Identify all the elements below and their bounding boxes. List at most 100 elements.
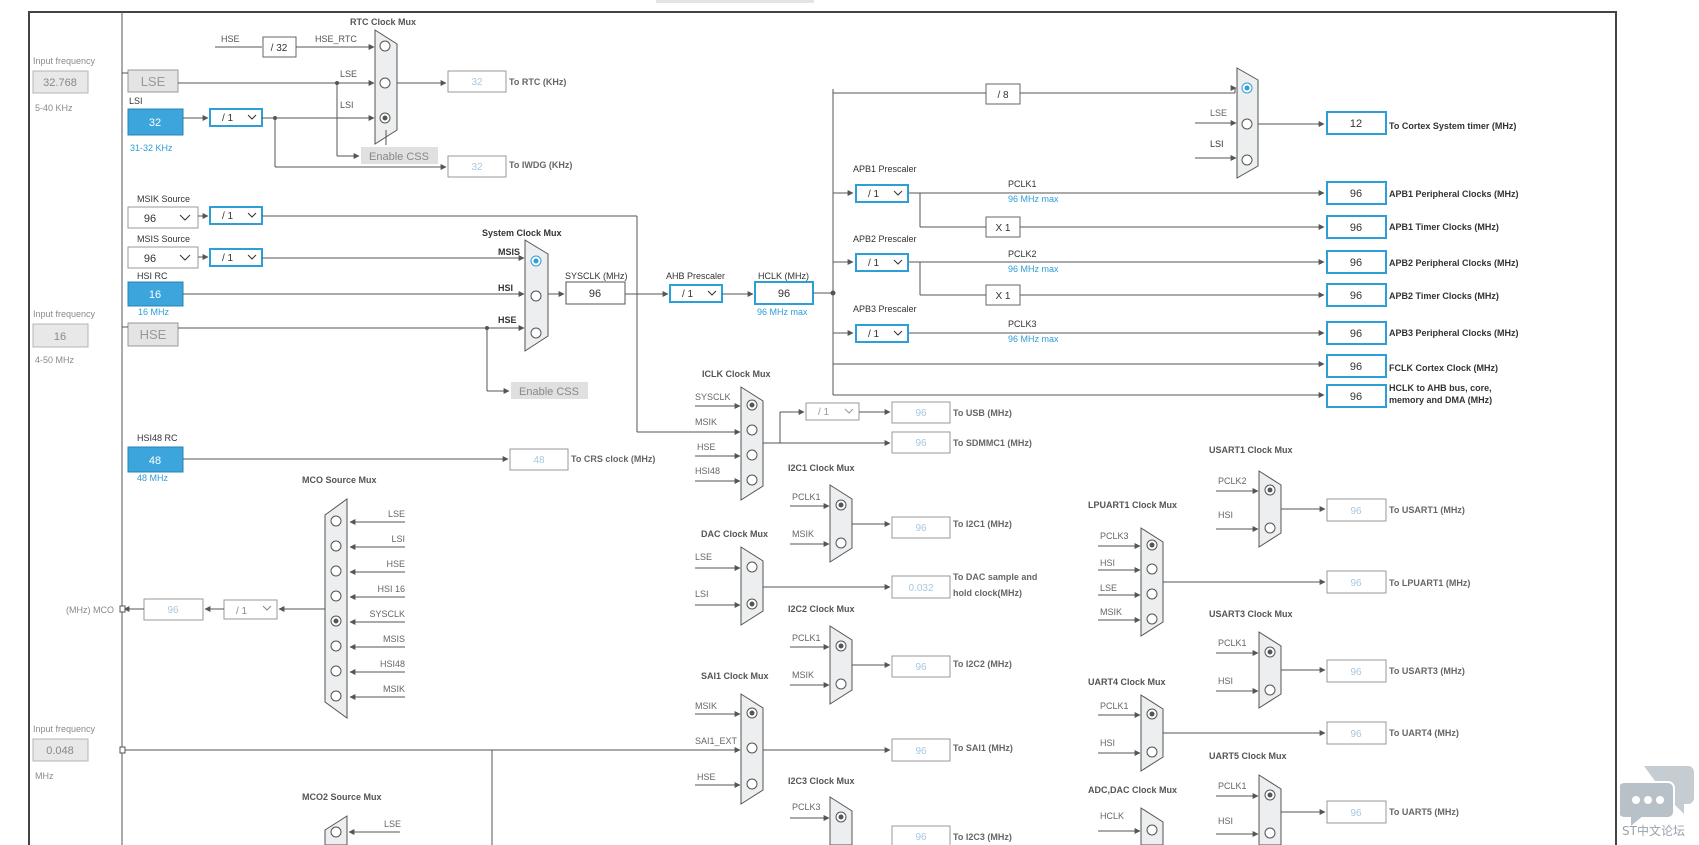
sys-mux-radio-hsi[interactable]	[530, 290, 542, 302]
hsi48-label: HSI48 RC	[137, 433, 178, 443]
lpuart1-radio-lse[interactable]	[1146, 588, 1158, 600]
apb3-prescaler-select[interactable]	[855, 324, 909, 343]
sai1-output-value: 96	[915, 746, 927, 757]
iclk-radio-msik[interactable]	[746, 424, 758, 436]
apb2-prescaler-select[interactable]	[855, 253, 909, 272]
apb1-periph-label: APB1 Peripheral Clocks (MHz)	[1389, 189, 1519, 199]
mco-mux-title: MCO Source Mux	[302, 475, 377, 485]
sysclk-value: 96	[589, 288, 601, 300]
usart3-radio-hsi[interactable]	[1264, 684, 1276, 696]
sys-mux-radio-hse[interactable]	[530, 327, 542, 339]
apb1-prescaler-select[interactable]	[855, 184, 909, 203]
i2c3-output-value: 96	[915, 832, 927, 843]
lpuart1-mux-title: LPUART1 Clock Mux	[1088, 500, 1177, 510]
lse-input-frequency-label: Input frequency	[33, 56, 96, 66]
sdmmc-output-field	[891, 431, 951, 454]
mco2-radio-lse[interactable]	[330, 826, 342, 838]
sai1-radio-hse[interactable]	[746, 778, 758, 790]
sdmmc-output-value: 96	[915, 438, 927, 449]
lsi-label: LSI	[129, 96, 143, 106]
sai1-ext-input-field[interactable]	[32, 738, 89, 762]
msik-source-select[interactable]	[127, 206, 199, 229]
adc-dac-radio-hclk[interactable]	[1146, 824, 1158, 836]
apb1-timer-field[interactable]	[1326, 215, 1387, 239]
mco-radio-lse[interactable]	[330, 515, 342, 527]
chevron-down-icon	[247, 114, 257, 120]
rtc-mux-title: RTC Clock Mux	[350, 17, 416, 27]
sai1-radio-ext[interactable]	[746, 742, 758, 754]
crs-output-field	[509, 448, 569, 471]
hclk-ahb-field[interactable]	[1326, 384, 1387, 408]
lpuart1-radio-msik[interactable]	[1146, 613, 1158, 625]
dac-radio-lse[interactable]	[746, 561, 758, 573]
mco-radio-hse[interactable]	[330, 565, 342, 577]
mco-radio-msis[interactable]	[330, 640, 342, 652]
hsi48-range: 48 MHz	[137, 473, 169, 483]
msik-value: 96	[144, 213, 156, 225]
apb2-periph-field[interactable]	[1326, 250, 1387, 274]
i2c2-wires	[790, 644, 891, 688]
pclk2-label: PCLK2	[1008, 249, 1037, 259]
apb3-periph-field[interactable]	[1326, 321, 1387, 345]
apb2-periph-value: 96	[1350, 257, 1362, 269]
hse-block-label: HSE	[140, 327, 167, 342]
apb1-timer-value: 96	[1350, 222, 1362, 234]
mco-radio-hsi-16[interactable]	[330, 590, 342, 602]
lpuart1-in3: LSE	[1100, 583, 1117, 593]
systick-radio-lsi[interactable]	[1241, 154, 1253, 166]
mco-radio-lsi[interactable]	[330, 540, 342, 552]
systick-radio-lse[interactable]	[1241, 118, 1253, 130]
cortex-timer-field[interactable]	[1326, 111, 1387, 135]
pclk1-label: PCLK1	[1008, 179, 1037, 189]
mco-radio-hsi48[interactable]	[330, 665, 342, 677]
usart3-output-value: 96	[1350, 667, 1362, 678]
lpuart1-output-label: To LPUART1 (MHz)	[1389, 578, 1470, 588]
uart5-output-label: To UART5 (MHz)	[1389, 807, 1459, 817]
hse-input-field[interactable]	[32, 323, 89, 348]
msik-source-label: MSIK Source	[137, 194, 190, 204]
sdmmc-output-label: To SDMMC1 (MHz)	[953, 438, 1032, 448]
hclk-ahb-value: 96	[1350, 391, 1362, 403]
hclk-ahb-label-2: memory and DMA (MHz)	[1389, 395, 1492, 405]
lse-input-field[interactable]	[32, 70, 89, 94]
lpuart1-radio-hsi[interactable]	[1146, 563, 1158, 575]
uart5-radio-hsi[interactable]	[1264, 827, 1276, 839]
apb1-periph-field[interactable]	[1326, 181, 1387, 205]
mco-divider-select[interactable]	[223, 599, 278, 620]
iclk-radio-hsi48[interactable]	[746, 474, 758, 486]
x1-block-apb1	[985, 216, 1021, 238]
mco-input-label: HSI48	[380, 659, 405, 669]
usart1-radio-hsi[interactable]	[1264, 522, 1276, 534]
i2c1-radio-msik[interactable]	[835, 537, 847, 549]
iclk-radio-hse[interactable]	[746, 449, 758, 461]
apb2-timer-field[interactable]	[1326, 283, 1387, 307]
rtc-mux-radio-hse[interactable]	[379, 40, 391, 52]
hclk-ahb-label-1: HCLK to AHB bus, core,	[1389, 383, 1492, 393]
mco-radio-msik[interactable]	[330, 690, 342, 702]
sys-enable-css-button[interactable]	[511, 382, 588, 399]
hclk-value: 96	[778, 288, 790, 300]
lsi-block[interactable]	[127, 108, 184, 136]
hse-block	[127, 322, 179, 347]
mco-output-value: 96	[167, 605, 179, 616]
lpuart1-wires	[1098, 543, 1326, 623]
uart5-output-value: 96	[1350, 808, 1362, 819]
i2c2-radio-msik[interactable]	[835, 678, 847, 690]
mco-input-label: HSI 16	[377, 584, 405, 594]
rtc-mux-radio-lse[interactable]	[379, 77, 391, 89]
hsi48-block[interactable]	[127, 446, 184, 473]
mco-input-label: MSIK	[383, 684, 405, 694]
usart1-mux-title: USART1 Clock Mux	[1209, 445, 1293, 455]
sai1-ext-input-label: Input frequency	[33, 724, 96, 734]
sys-mux-hsi-label: HSI	[498, 283, 513, 293]
rtc-enable-css-button[interactable]	[361, 147, 438, 164]
lse-block-label: LSE	[141, 74, 166, 89]
usb-output-label: To USB (MHz)	[953, 408, 1012, 418]
i2c2-clock-mux	[829, 625, 853, 705]
sai1-output-label: To SAI1 (MHz)	[953, 743, 1013, 753]
fclk-field[interactable]	[1326, 354, 1387, 378]
usart1-output-field	[1326, 498, 1387, 522]
usart1-wires	[1216, 488, 1326, 532]
uart4-radio-hsi[interactable]	[1146, 746, 1158, 758]
system-wires	[122, 213, 833, 432]
